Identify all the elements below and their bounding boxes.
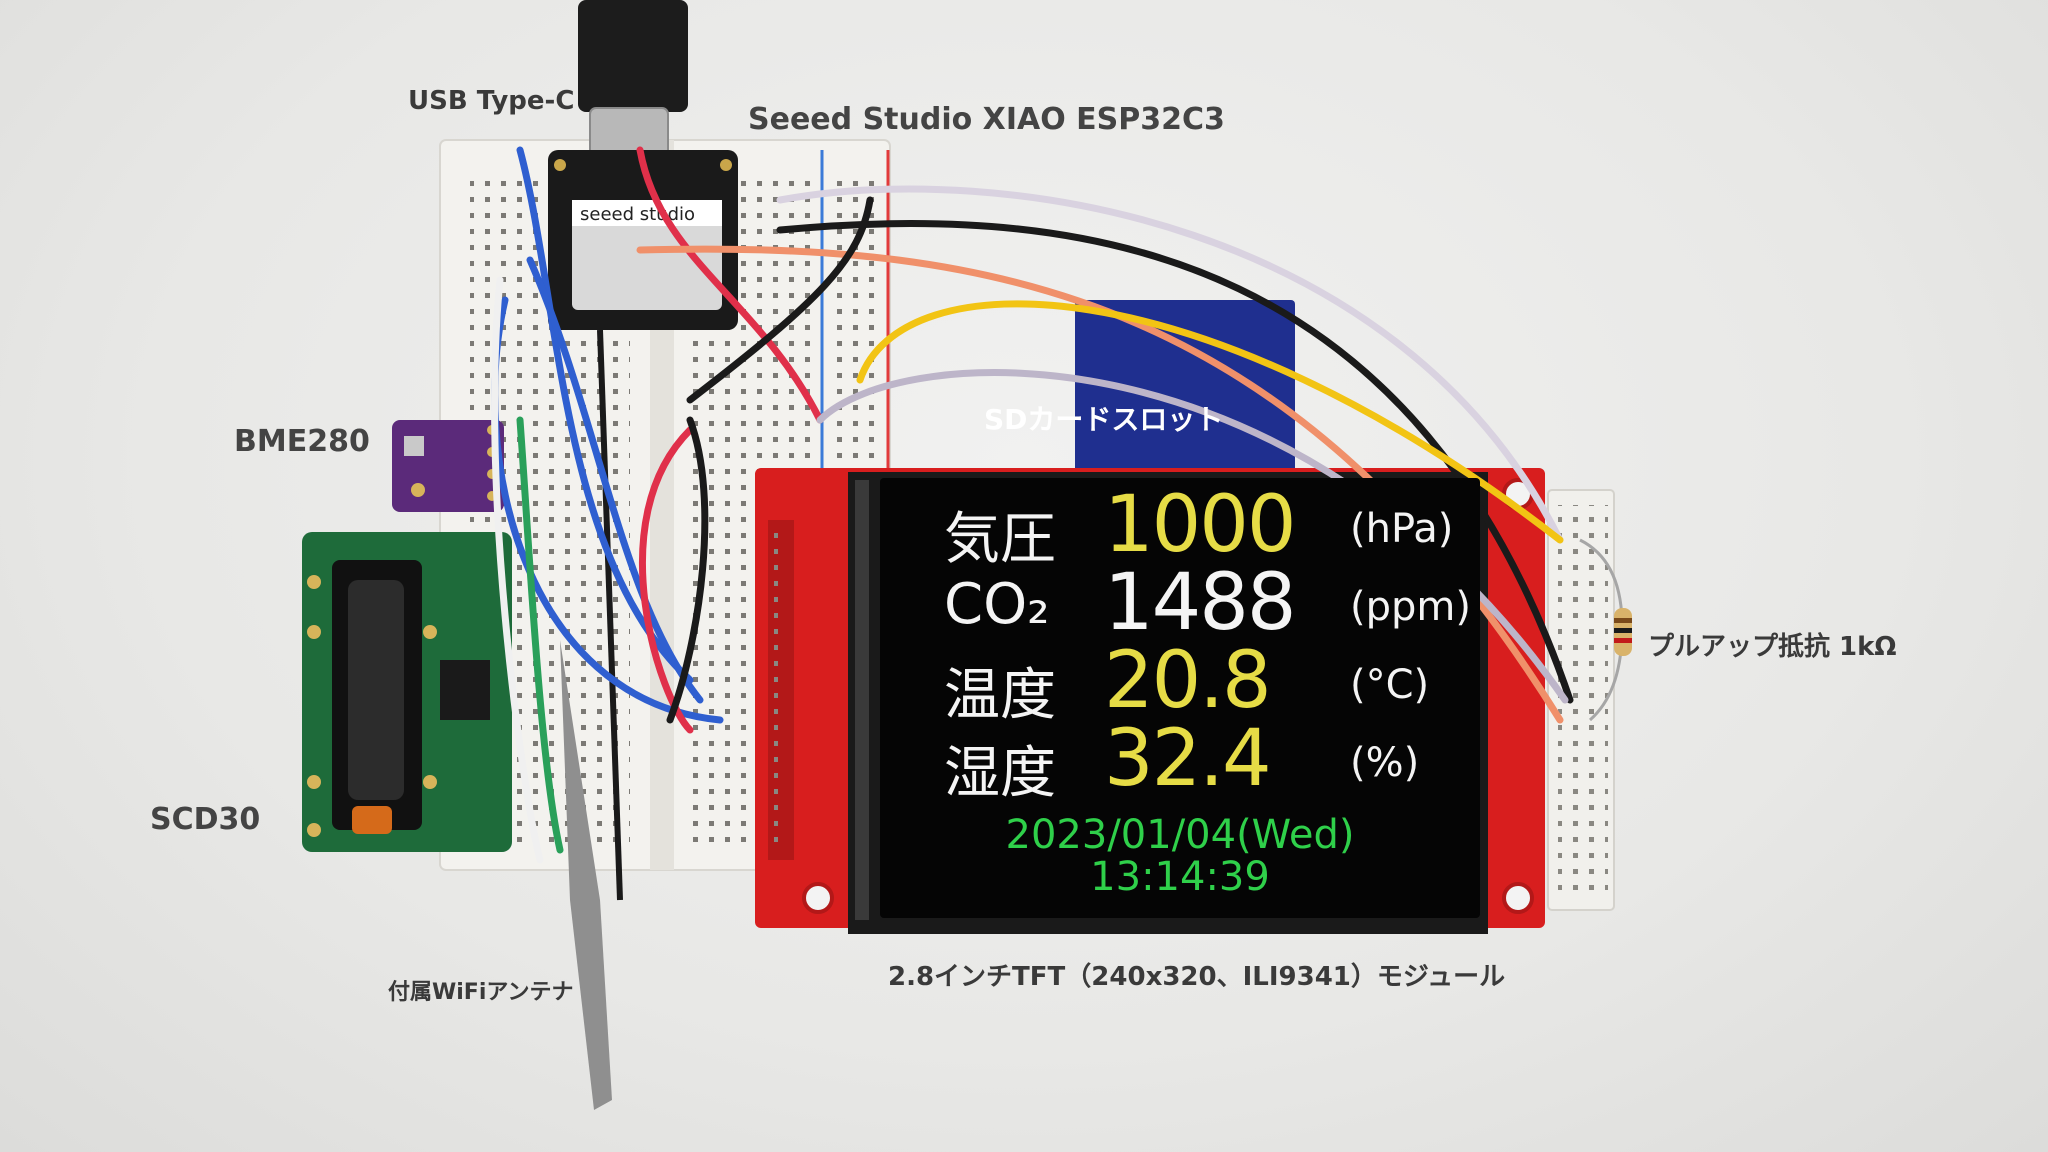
label-xiao-esp32c3: Seeed Studio XIAO ESP32C3 [748, 102, 1225, 137]
pullup-resistor [1579, 538, 1632, 722]
display-row-pressure: 気圧 1000 (hPa) [880, 480, 1480, 572]
display-label: 温度 [944, 663, 1056, 728]
display-row-co2: CO₂ 1488 (ppm) [880, 558, 1480, 648]
antenna-cable [597, 329, 623, 901]
display-unit: (°C) [1350, 662, 1430, 708]
display-label: 湿度 [944, 741, 1056, 806]
display-value: 1488 [1104, 558, 1297, 648]
label-tft-module: 2.8インチTFT（240x320、ILI9341）モジュール [888, 962, 1506, 992]
xiao-esp32c3-board: seeed studio [548, 150, 738, 330]
scd30-board [302, 532, 512, 852]
display-unit: (hPa) [1350, 506, 1454, 552]
label-bme280: BME280 [234, 424, 370, 459]
display-label: CO₂ [944, 572, 1050, 637]
label-sd-card-slot: SDカードスロット [984, 403, 1224, 436]
label-pullup-resistor: プルアップ抵抗 1kΩ [1648, 632, 1897, 662]
display-time: 13:14:39 [1090, 854, 1270, 900]
svg-text:seeed studio: seeed studio [580, 204, 695, 225]
display-date: 2023/01/04(Wed) [1005, 812, 1355, 858]
breadboard-right [1547, 489, 1615, 911]
bme280-board [392, 420, 504, 512]
tft-display: 気圧 1000 (hPa) CO₂ 1488 (ppm) 温度 20.8 (°C… [880, 478, 1480, 918]
display-value: 1000 [1104, 480, 1297, 570]
wifi-antenna [560, 640, 612, 1110]
display-value: 32.4 [1104, 714, 1272, 804]
label-wifi-antenna: 付属WiFiアンテナ [388, 980, 574, 1005]
display-unit: (ppm) [1350, 584, 1471, 630]
display-value: 20.8 [1104, 636, 1272, 726]
display-label: 気圧 [944, 507, 1056, 572]
label-scd30: SCD30 [150, 802, 261, 837]
display-row-humidity: 湿度 32.4 (%) [880, 714, 1480, 806]
display-row-temperature: 温度 20.8 (°C) [880, 636, 1480, 728]
sd-card [1075, 300, 1295, 480]
label-usb-type-c: USB Type-C [408, 86, 575, 116]
display-unit: (%) [1350, 740, 1420, 786]
